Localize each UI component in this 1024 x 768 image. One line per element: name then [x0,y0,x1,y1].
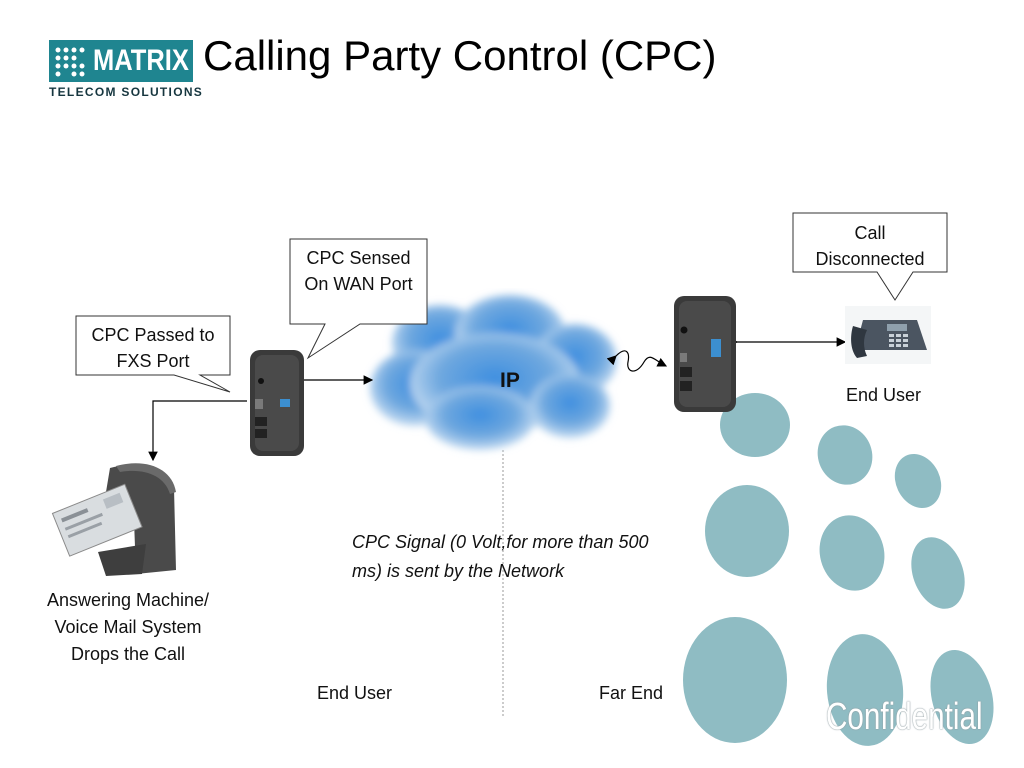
label-far-end-user: End User [846,385,922,405]
dot [826,634,904,746]
callout-cpc-sensed-shape [289,238,428,360]
dot [817,425,873,485]
dot [720,393,790,457]
dot [705,485,789,577]
page-title: Calling Party Control (CPC) [203,32,717,79]
dot [683,617,787,743]
dot [930,649,994,745]
dot [819,515,885,591]
ip-cloud [370,295,617,450]
gateway-device-right [674,296,736,412]
callout-cpc-passed-shape [75,315,231,393]
confidential-watermark: Confidential [826,696,983,738]
answering-machine-icon [51,463,176,576]
callout-cpc-passed: CPC Passed to FXS Port [91,325,215,371]
arrow-device-answering [148,400,247,462]
callout-call-disconnected-shape [792,212,948,301]
dot [894,453,942,509]
gateway-device-left [250,350,304,456]
callout-cpc-sensed: CPC Sensed On WAN Port [304,248,413,294]
logo-tagline: TELECOM SOLUTIONS [49,85,204,99]
label-answering-machine: Answering Machine/ Voice Mail System Dro… [46,590,210,664]
squiggle-link [606,350,668,372]
logo-brand: MATRIX [93,44,189,77]
telephone-icon [845,306,931,364]
label-cpc-signal: CPC Signal (0 Volt,for more than 500 ms)… [352,532,649,581]
cloud-label: IP [500,369,520,392]
label-bottom-far-end: Far End [599,683,664,703]
callout-call-disconnected: Call Disconnected [815,223,925,269]
logo-grid-icon [55,47,85,77]
dot [911,537,965,609]
matrix-logo: MATRIX TELECOM SOLUTIONS [49,40,204,102]
label-bottom-end-user: End User [317,683,393,703]
